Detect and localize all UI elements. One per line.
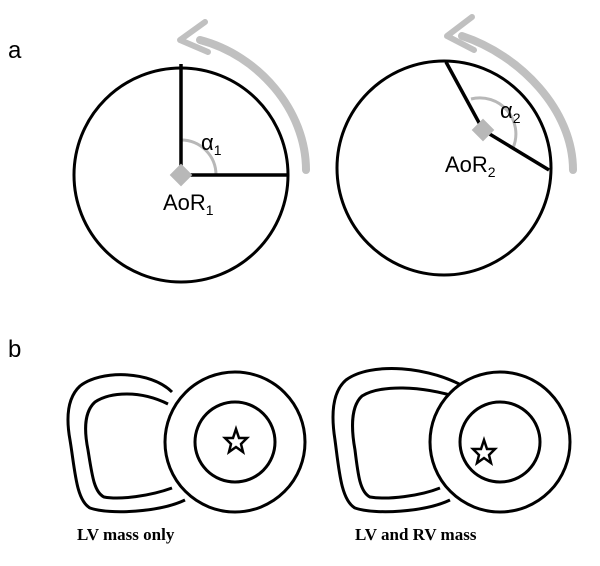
- center-star-left: [221, 425, 251, 455]
- aortic-circle-right: [335, 59, 553, 277]
- lv-endocardium-left: [193, 400, 277, 484]
- rotation-arrow-left: [196, 36, 310, 174]
- arrow-head-left: [177, 19, 211, 55]
- center-marker-left: [169, 163, 193, 187]
- alpha1-label: α1: [201, 130, 222, 158]
- center-marker-right: [471, 118, 495, 142]
- rv-inner-right: [351, 386, 461, 500]
- lv-epicardium-left: [163, 370, 307, 514]
- lv-endocardium-right: [458, 400, 542, 484]
- rotation-arrow-right: [458, 32, 577, 174]
- panel-b-letter: b: [8, 336, 21, 363]
- lv-epicardium-right: [428, 370, 572, 514]
- rv-outer-left: [66, 373, 186, 514]
- arrow-head-right: [444, 14, 477, 53]
- radius-lower: [482, 128, 550, 172]
- aor1-label: AoR1: [163, 190, 214, 218]
- alpha1-arc: [180, 138, 218, 176]
- alpha2-label: α2: [500, 98, 521, 126]
- caption-lv-only: LV mass only: [77, 525, 175, 544]
- lv-mass-only-diagram: LV mass only: [66, 370, 307, 544]
- aor2-diagram: α2 AoR2: [335, 14, 577, 277]
- caption-lv-rv: LV and RV mass: [355, 525, 477, 544]
- center-star-right: [469, 436, 499, 466]
- lv-and-rv-mass-diagram: LV and RV mass: [331, 367, 572, 544]
- aor1-diagram: α1 AoR1: [72, 19, 310, 284]
- alpha2-arc: [470, 96, 518, 149]
- panel-a-letter: a: [8, 37, 22, 64]
- rv-inner-left: [84, 392, 173, 500]
- aor2-label: AoR2: [445, 152, 496, 180]
- radius-upper: [444, 61, 485, 131]
- rv-outer-right: [331, 367, 471, 514]
